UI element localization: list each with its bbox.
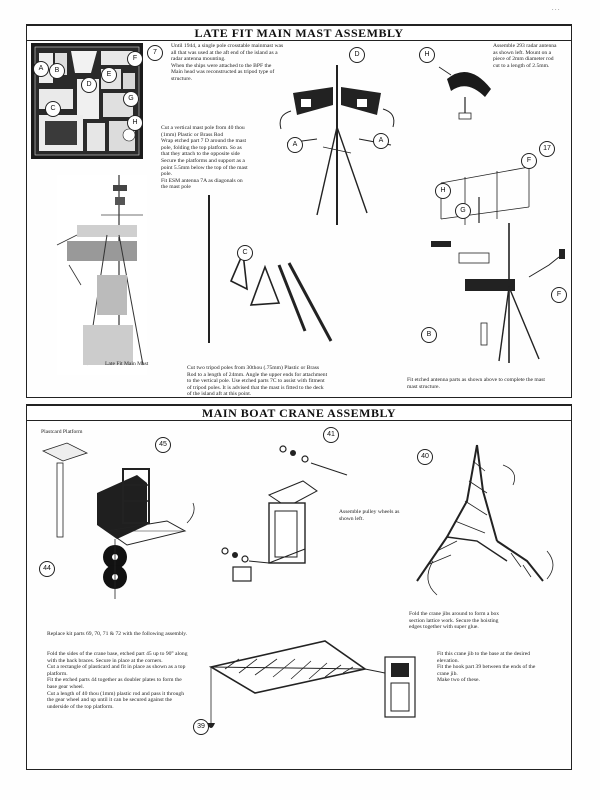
jib-fold-text: Fold the crane jibs around to form a box… bbox=[409, 611, 500, 631]
fret-label-e: E bbox=[101, 67, 117, 83]
fold-base-text: Fold the sides of the crane base, etched… bbox=[47, 651, 188, 710]
callout-d: D bbox=[349, 47, 365, 63]
callout-b: B bbox=[421, 327, 437, 343]
pulley-assembly-drawing bbox=[221, 445, 348, 582]
plastcard-label: Plastcard Platform bbox=[41, 429, 83, 435]
callout-45: 45 bbox=[155, 437, 171, 453]
callout-41: 41 bbox=[323, 427, 339, 443]
tripod-poles-drawing bbox=[208, 195, 333, 343]
callout-c: C bbox=[237, 245, 253, 261]
callout-h-lower: H bbox=[435, 183, 451, 199]
assembled-crane-drawing bbox=[207, 640, 416, 728]
callout-h-top: H bbox=[419, 47, 435, 63]
callout-a-left: A bbox=[287, 137, 303, 153]
photo-caption: Late Fit Main Mast bbox=[105, 361, 149, 367]
main-boat-crane-section: MAIN BOAT CRANE ASSEMBLY Plastcard Platf… bbox=[26, 404, 572, 770]
fret-label-g: G bbox=[123, 91, 139, 107]
callout-17: 17 bbox=[539, 141, 555, 157]
fret-label-h: H bbox=[127, 115, 143, 131]
corner-mark: . . . bbox=[552, 6, 560, 12]
mast-photo bbox=[56, 175, 147, 375]
section-title: MAIN BOAT CRANE ASSEMBLY bbox=[27, 405, 571, 421]
fret-label-d: D bbox=[81, 77, 97, 93]
callout-40: 40 bbox=[417, 449, 433, 465]
assemble-radar-text: Assemble 293 radar antenna as shown left… bbox=[493, 43, 557, 69]
callout-39: 39 bbox=[193, 719, 209, 735]
crane-base-drawing bbox=[41, 442, 195, 599]
fit-jib-text: Fit this crane jib to the base at the de… bbox=[437, 651, 536, 684]
intro-text: Until 1944, a single pole crosstable mai… bbox=[171, 43, 284, 82]
callout-a-right: A bbox=[373, 133, 389, 149]
radar-antenna-drawing bbox=[438, 66, 491, 120]
fret-label-b: B bbox=[49, 63, 65, 79]
cut-mast-text: Cut a vertical mast pole from 40 thou (1… bbox=[161, 125, 248, 191]
callout-f-top: F bbox=[521, 153, 537, 169]
callout-g: G bbox=[455, 203, 471, 219]
callout-44: 44 bbox=[39, 561, 55, 577]
fit-antenna-text: Fit etched antenna parts as shown above … bbox=[407, 377, 545, 390]
late-fit-main-mast-section: LATE FIT MAIN MAST ASSEMBLY A B C D E F … bbox=[26, 24, 572, 398]
crane-jib-fold-drawing bbox=[416, 444, 554, 596]
fret-label-f: F bbox=[127, 51, 143, 67]
step-number: 7 bbox=[147, 45, 163, 61]
pulley-text: Assemble pulley wheels as shown left. bbox=[339, 509, 400, 522]
section-title: LATE FIT MAIN MAST ASSEMBLY bbox=[27, 25, 571, 41]
complete-mast-drawing bbox=[431, 166, 565, 363]
replace-text: Replace kit parts 69, 70, 71 & 72 with t… bbox=[47, 631, 188, 637]
tripod-text: Cut two tripod poles from 30thou (.75mm)… bbox=[187, 365, 328, 398]
fret-label-c: C bbox=[45, 101, 61, 117]
callout-f-lower: F bbox=[551, 287, 567, 303]
fret-label-a: A bbox=[33, 61, 49, 77]
